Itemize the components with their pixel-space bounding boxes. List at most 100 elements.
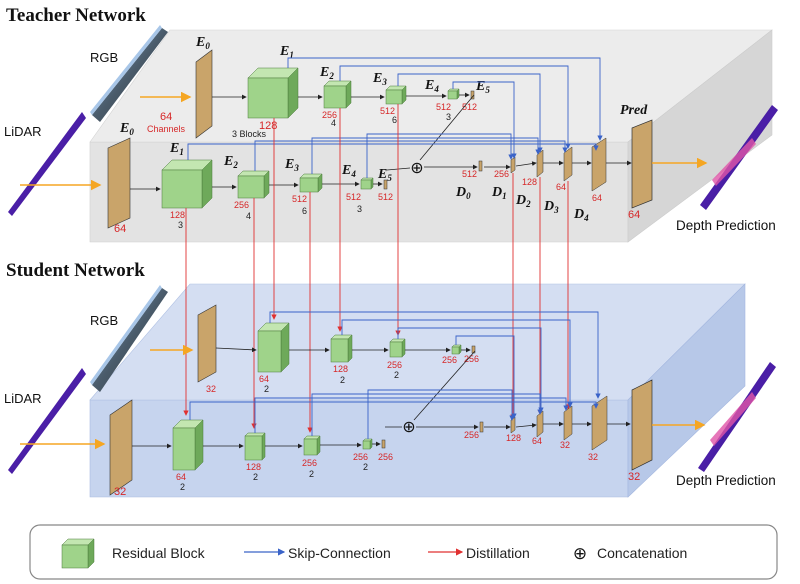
legend-residual-icon	[61, 538, 95, 569]
legend-box	[29, 524, 778, 580]
teacher-lidar-e1-blocks: 3	[178, 220, 183, 230]
teacher-rgb-e2-label: E2	[319, 65, 334, 81]
teacher-rgb-e0-plane	[195, 49, 213, 139]
teacher-rgb-e3-block	[385, 85, 407, 105]
legend-distill-label: Distillation	[466, 545, 530, 561]
teacher-lidar-e2-ch: 256	[234, 200, 249, 210]
student-rgb-e1-blocks: 2	[264, 384, 269, 394]
student-lidar-e2-block	[244, 432, 266, 461]
teacher-rgb-e1-block	[247, 67, 299, 119]
teacher-d0-plane	[478, 160, 483, 172]
legend-concat-label: Concatenation	[597, 545, 687, 561]
student-lidar-e1-ch: 64	[176, 472, 186, 482]
student-rgb-e0-ch: 32	[206, 384, 216, 394]
teacher-lidar-e5-plane	[383, 179, 388, 190]
teacher-title: Teacher Network	[6, 5, 146, 26]
teacher-channels-word: Channels	[147, 124, 186, 134]
teacher-rgb-e3-label: E3	[372, 71, 387, 87]
student-rgb-e2-ch: 128	[333, 364, 348, 374]
teacher-lidar-e0-plane	[107, 137, 131, 229]
student-rgb-e5-ch: 256	[464, 354, 479, 364]
student-rgb-e4-block	[451, 344, 462, 355]
teacher-d0-ch: 512	[462, 169, 477, 179]
student-lidar-e2-ch: 128	[246, 462, 261, 472]
teacher-rgb-e5-ch: 512	[462, 102, 477, 112]
teacher-lidar-e2-blocks: 4	[246, 211, 251, 221]
student-pred-ch: 32	[628, 471, 640, 483]
teacher-rgb-e4-block	[447, 88, 460, 100]
student-lidar-e0-ch: 32	[114, 486, 126, 498]
teacher-slab	[89, 29, 773, 243]
teacher-d4-label: D4	[573, 207, 589, 223]
student-lidar-e1-blocks: 2	[180, 482, 185, 492]
teacher-rgb-flow	[212, 92, 475, 161]
teacher-concat-symbol: ⊕	[410, 158, 423, 177]
student-lidar-e1-block	[172, 419, 204, 471]
student-rgb-e2-blocks: 2	[340, 375, 345, 385]
teacher-rgb-e0-label: E0	[195, 35, 210, 51]
teacher-lidar-e3-blocks: 6	[302, 206, 307, 216]
student-lidar-label: LiDAR	[4, 391, 42, 406]
student-rgb-e4-ch: 256	[442, 355, 457, 365]
student-rgb-e3-blocks: 2	[394, 370, 399, 380]
student-rgb-image	[90, 285, 168, 392]
teacher-lidar-e0-label: E0	[119, 121, 134, 137]
student-skip-connections	[189, 311, 601, 439]
teacher-rgb-e3-blocks: 6	[392, 115, 397, 125]
teacher-lidar-label: LiDAR	[4, 124, 42, 139]
teacher-lidar-e4-block	[360, 177, 374, 190]
student-lidar-e2-blocks: 2	[253, 472, 258, 482]
teacher-lidar-e4-blocks: 3	[357, 204, 362, 214]
teacher-pred-plane	[631, 119, 653, 209]
teacher-lidar-e3-block	[299, 173, 323, 193]
student-lidar-e4-blocks: 2	[363, 462, 368, 472]
student-title: Student Network	[6, 260, 145, 281]
student-rgb-e0-plane	[197, 304, 217, 383]
teacher-d4-ch: 64	[592, 193, 602, 203]
teacher-d1-ch: 256	[494, 169, 509, 179]
teacher-d2-plane	[536, 149, 544, 178]
teacher-lidar-e4-ch: 512	[346, 192, 361, 202]
teacher-rgb-e5-label: E5	[475, 79, 490, 95]
student-rgb-e2-block	[330, 334, 353, 363]
teacher-rgb-label: RGB	[90, 50, 118, 65]
teacher-rgb-e2-block	[323, 80, 352, 109]
student-lidar-flow	[132, 421, 631, 449]
legend-residual-label: Residual Block	[112, 545, 206, 561]
teacher-lidar-e5-ch: 512	[378, 192, 393, 202]
teacher-lidar-image	[8, 112, 86, 216]
student-concat-symbol: ⊕	[402, 417, 415, 436]
teacher-lidar-e3-ch: 512	[292, 194, 307, 204]
student-lidar-e4-block	[362, 438, 373, 450]
teacher-rgb-e3-ch: 512	[380, 106, 395, 116]
teacher-lidar-e1-ch: 128	[170, 210, 185, 220]
teacher-channels-num: 64	[160, 111, 172, 123]
teacher-d2-ch: 128	[522, 177, 537, 187]
student-lidar-e3-ch: 256	[302, 458, 317, 468]
student-d3-plane	[563, 405, 573, 441]
student-rgb-e3-ch: 256	[387, 360, 402, 370]
student-d4-ch: 32	[588, 452, 598, 462]
teacher-rgb-image	[90, 25, 168, 122]
teacher-skip-connections	[187, 57, 603, 178]
teacher-d1-plane	[510, 156, 516, 174]
student-d0-plane	[479, 421, 484, 433]
teacher-pred-ch: 64	[628, 209, 640, 221]
teacher-rgb-e4-blocks: 3	[446, 112, 451, 122]
teacher-lidar-e2-block	[237, 170, 270, 199]
student-d4-plane	[591, 395, 608, 451]
student-output-label: Depth Prediction	[676, 473, 776, 488]
teacher-rgb-e4-ch: 512	[436, 102, 451, 112]
teacher-d2-label: D2	[515, 193, 531, 209]
student-lidar-e3-blocks: 2	[309, 469, 314, 479]
teacher-d3-label: D3	[543, 199, 559, 215]
teacher-d4-plane	[591, 137, 607, 192]
teacher-output-depth-image	[700, 105, 778, 210]
student-d1-ch: 128	[506, 433, 521, 443]
teacher-d1-label: D1	[491, 185, 507, 201]
legend: Residual Block Skip-Connection Distillat…	[29, 524, 778, 580]
teacher-rgb-e1-blocks: 3 Blocks	[232, 129, 267, 139]
teacher-d3-ch: 64	[556, 182, 566, 192]
teacher-pred-label: Pred	[620, 103, 648, 118]
student-lidar-e5-plane	[381, 439, 386, 449]
